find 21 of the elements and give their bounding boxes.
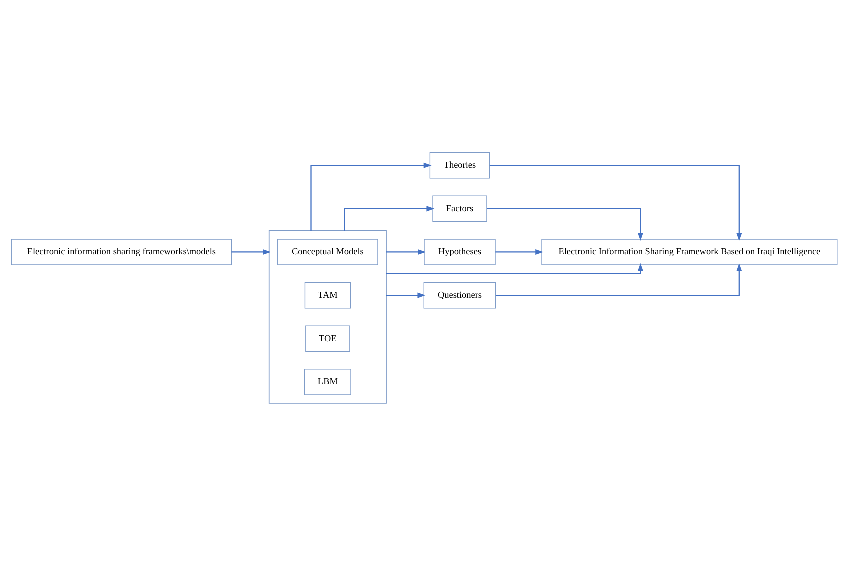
node-box: TAM: [304, 282, 351, 308]
node-box: LBM: [304, 368, 352, 395]
arrow: [344, 206, 435, 230]
node-box: Conceptual Models: [278, 238, 378, 265]
arrow: [310, 162, 432, 230]
cluster: [268, 230, 387, 404]
node-box: Electronic Information Sharing Framework Based on Iraqi Intelligence: [542, 238, 838, 265]
arrow: [386, 262, 644, 274]
node-box: TOE: [306, 325, 350, 352]
arrow: [386, 292, 426, 298]
node-box: Questioners: [424, 282, 496, 308]
arrow: [487, 208, 644, 240]
node-box: Hypotheses: [424, 238, 496, 265]
node-box: Theories: [430, 152, 490, 178]
arrow: [490, 164, 742, 241]
arrow: [496, 248, 544, 255]
arrow: [496, 263, 742, 296]
arrow: [386, 248, 426, 255]
arrow: [232, 248, 272, 255]
node-box: Electronic information sharing frameworks\models: [11, 238, 232, 265]
node-box: Factors: [432, 195, 488, 222]
